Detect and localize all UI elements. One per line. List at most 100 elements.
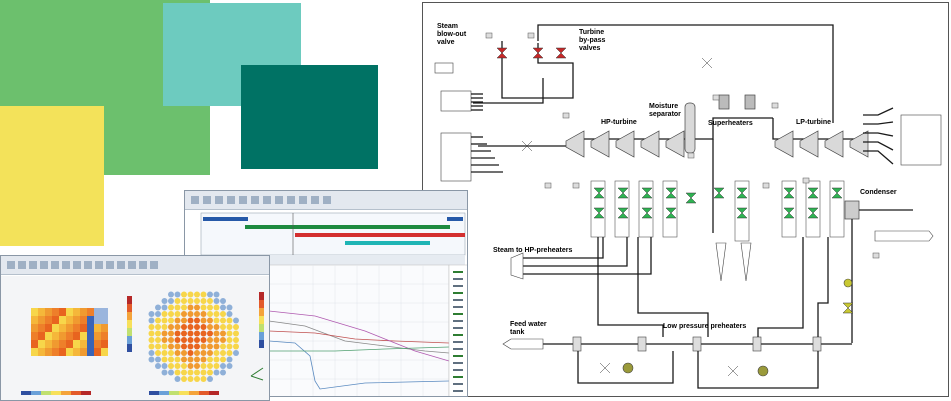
toolbar-icon (150, 261, 158, 269)
heatmap-cell (87, 348, 94, 356)
steam-line (523, 237, 604, 259)
fuel-assembly-dot (200, 369, 207, 376)
superheaters-label: Superheaters (708, 120, 753, 127)
trend-line (269, 346, 450, 352)
fuel-assembly-dot (187, 324, 194, 330)
heatmap-cell (80, 348, 87, 356)
fuel-assembly-dot (233, 324, 239, 330)
hp-turbine-label: HP-turbine (601, 119, 637, 126)
fuel-assembly-dot (148, 343, 155, 350)
fuel-assembly-dot (207, 356, 213, 363)
fuel-assembly-dot (220, 311, 226, 317)
fuel-assembly-dot (226, 356, 233, 363)
heatmap-cell (59, 348, 66, 356)
fuel-assembly-dot (207, 330, 213, 337)
fuel-assembly-dot (148, 337, 155, 343)
colorbar-segment (259, 324, 264, 332)
trend-line (268, 320, 450, 354)
scale-segment (149, 391, 159, 395)
heatmap-cell (59, 340, 66, 348)
fuel-assembly-dot (233, 330, 239, 337)
scale-segment (61, 391, 71, 395)
fuel-assembly-dot (187, 350, 194, 356)
fuel-assembly-dot (213, 363, 220, 369)
heatmap-cell (94, 316, 101, 324)
signal-line (863, 141, 894, 151)
heatmap-cell (94, 340, 101, 348)
heatmap-cell (38, 348, 45, 356)
fuel-assembly-dot (220, 337, 226, 343)
fuel-assembly-dot (207, 337, 213, 343)
fuel-assembly-dot (187, 298, 194, 304)
fuel-assembly-dot (194, 291, 200, 298)
fuel-assembly-dot (161, 304, 168, 311)
fuel-assembly-dot (168, 298, 174, 304)
fuel-assembly-dot (226, 343, 233, 350)
heatmap-cell (87, 324, 94, 332)
tank-icon (502, 338, 544, 350)
valve-icon (641, 207, 653, 219)
steam-line (523, 237, 652, 275)
condenser-label: Condenser (860, 189, 897, 196)
fuel-assembly-dot (213, 356, 220, 363)
bleed-line (637, 237, 709, 337)
fuel-assembly-dot (226, 350, 233, 356)
fuel-assembly-dot (148, 330, 155, 337)
valve-icon (736, 187, 748, 199)
fuel-assembly-dot (161, 350, 168, 356)
fuel-assembly-dot (233, 337, 239, 343)
heatmap-cell (73, 308, 80, 316)
toolbar-icon (263, 196, 271, 204)
heatmap-cell (52, 348, 59, 356)
heatmap-cell (94, 348, 101, 356)
heatmap-cell (66, 308, 73, 316)
dark-green-block (241, 65, 378, 169)
heatmap-cell (45, 348, 52, 356)
trend-line (268, 310, 450, 362)
heatmap-cell (66, 324, 73, 332)
scale-segment (81, 391, 91, 395)
fuel-assembly-dot (187, 376, 194, 382)
steam-to-hp-label: Steam to HP-preheaters (493, 247, 573, 254)
heatmap-cell (45, 316, 52, 324)
signal-box (434, 62, 454, 74)
heatmap-cell (101, 316, 108, 324)
fuel-assembly-dot (187, 311, 194, 317)
colorbar-segment (127, 336, 132, 344)
instrument-icon (687, 152, 695, 159)
bleed-line (757, 237, 804, 337)
fuel-assembly-dot (181, 317, 187, 324)
legend-entry (453, 348, 463, 350)
fuel-assembly-dot (161, 369, 168, 376)
heatmap-cell (31, 316, 38, 324)
valve-icon (783, 207, 795, 219)
toolbar-icon (275, 196, 283, 204)
valve-icon (521, 140, 533, 152)
turbine-stage-icon (849, 130, 869, 158)
fuel-assembly-dot (200, 311, 207, 317)
valve-icon (783, 187, 795, 199)
toolbar-icon (227, 196, 235, 204)
fuel-assembly-dot (220, 317, 226, 324)
main-steam-line (537, 24, 834, 123)
scale-segment (21, 391, 31, 395)
fuel-assembly-dot (194, 337, 200, 343)
trend-line (268, 340, 450, 390)
moisture-separator-label: Moisture separator (649, 103, 681, 118)
lp-preheaters-label: Low pressure preheaters (663, 323, 747, 330)
bleed-line (597, 237, 664, 337)
fuel-assembly-dot (233, 317, 239, 324)
steam-header (478, 117, 773, 147)
fuel-assembly-dot (213, 317, 220, 324)
heatmap-cell (45, 332, 52, 340)
colorbar-segment (259, 316, 264, 324)
fuel-assembly-dot (194, 376, 200, 382)
gantt-bar (447, 217, 463, 221)
fuel-assembly-dot (187, 369, 194, 376)
fuel-assembly-dot (181, 304, 187, 311)
fuel-assembly-dot (213, 291, 220, 298)
fuel-assembly-dot (220, 369, 226, 376)
feed-water-tank-label: Feed water tank (510, 321, 547, 336)
fuel-assembly-dot (161, 363, 168, 369)
signal-line (863, 107, 894, 116)
